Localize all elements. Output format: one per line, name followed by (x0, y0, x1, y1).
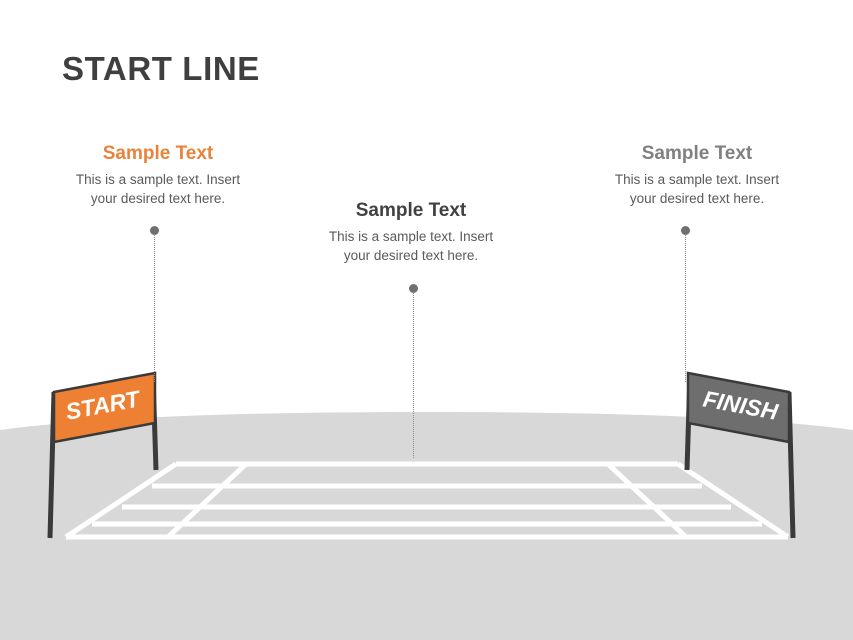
finish-banner-panel (686, 371, 791, 444)
connector-dot-left (150, 226, 159, 235)
connector-line-right (685, 234, 686, 382)
connector-dot-center (409, 284, 418, 293)
callout-right-body: This is a sample text. Insert your desir… (581, 170, 813, 209)
callout-left-body-line2: your desired text here. (90, 191, 226, 207)
connector-line-center (413, 292, 414, 458)
page-title: START LINE (62, 50, 260, 87)
connector-dot-right (681, 226, 690, 235)
callout-right[interactable]: Sample Text This is a sample text. Inser… (581, 142, 813, 209)
track-grid (64, 461, 790, 540)
callout-left-body-line1: This is a sample text. Insert (75, 171, 241, 187)
callout-right-body-line1: This is a sample text. Insert (614, 171, 780, 187)
callout-right-body-line2: your desired text here. (629, 191, 765, 207)
callout-right-heading: Sample Text (641, 143, 753, 164)
callout-center-body-line1: This is a sample text. Insert (328, 228, 494, 244)
callout-center-body-line2: your desired text here. (343, 248, 479, 264)
start-banner[interactable]: START (47, 371, 159, 539)
callout-left-body: This is a sample text. Insert your desir… (42, 170, 274, 209)
start-banner-panel (52, 371, 157, 444)
callout-center-body: This is a sample text. Insert your desir… (297, 227, 525, 266)
callout-left-heading: Sample Text (102, 143, 214, 164)
connector-line-left (154, 234, 155, 382)
callout-center[interactable]: Sample Text This is a sample text. Inser… (297, 199, 525, 266)
finish-banner[interactable]: FINISH (684, 371, 796, 539)
callout-center-heading: Sample Text (355, 200, 467, 221)
callout-left[interactable]: Sample Text This is a sample text. Inser… (42, 142, 274, 209)
